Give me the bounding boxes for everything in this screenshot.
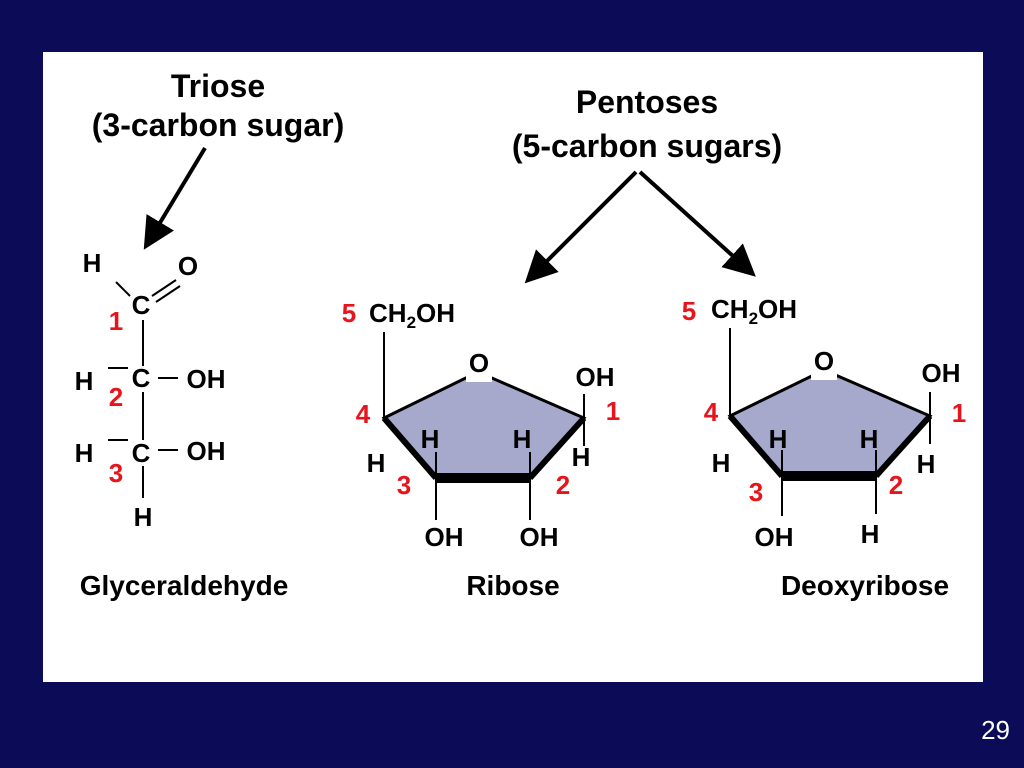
pentoses-subtitle: (5-carbon sugars) (512, 128, 782, 164)
carbon-number: 5 (342, 298, 356, 328)
carbon-number: 5 (682, 296, 696, 326)
ch2oh-subscript: 2 (407, 313, 416, 332)
ring-front-edge (527, 415, 587, 481)
carbon-number: 1 (109, 306, 123, 336)
ribose-structure: 5 CH2OH O OH 4 1 H H H H 3 2 OH OH (342, 298, 620, 552)
carbon-number: 1 (952, 398, 966, 428)
atom-label: OH (187, 364, 226, 394)
carbon-number: 3 (109, 458, 123, 488)
atom-label: H (861, 519, 880, 549)
ch2oh-label: CH2OH (711, 294, 797, 328)
deoxyribose-structure: 5 CH2OH O OH 4 1 H H H H 3 2 OH H (682, 294, 966, 552)
ribose-ring (381, 370, 587, 480)
atom-label: OH (922, 358, 961, 388)
pentoses-title: Pentoses (576, 84, 718, 120)
carbon-number: 4 (704, 397, 719, 427)
deoxyribose-ring (727, 368, 933, 478)
carbon-number: 4 (356, 399, 371, 429)
atom-label: OH (576, 362, 615, 392)
atom-label: H (712, 448, 731, 478)
ring-oxygen-gap (466, 360, 492, 382)
ring-front-edge (727, 414, 785, 478)
atom-label: OH (520, 522, 559, 552)
atom-label: H (75, 438, 94, 468)
triose-subtitle: (3-carbon sugar) (92, 107, 344, 143)
ch2oh-oh: OH (758, 294, 797, 324)
ring-front-edge (873, 413, 933, 479)
triose-arrow (143, 146, 207, 250)
atom-label: OH (755, 522, 794, 552)
pentose-arrow-ribose (524, 170, 638, 284)
atom-label: H (917, 449, 936, 479)
atom-label: H (860, 424, 879, 454)
atom-label: H (513, 424, 532, 454)
ring-front-edge (381, 416, 439, 480)
pentose-arrow-deoxyribose (638, 170, 756, 277)
ch2oh-label: CH2OH (369, 298, 455, 332)
carbon-number: 2 (109, 382, 123, 412)
ribose-name: Ribose (466, 570, 559, 601)
atom-label: C (132, 438, 151, 468)
triose-title: Triose (171, 68, 265, 104)
ring-oxygen-gap (811, 358, 837, 380)
bond (115, 281, 131, 297)
carbon-number: 3 (749, 477, 763, 507)
atom-label: OH (425, 522, 464, 552)
atom-label: H (421, 424, 440, 454)
ch2oh-ch: CH (369, 298, 407, 328)
atom-label: H (134, 502, 153, 532)
deoxyribose-name: Deoxyribose (781, 570, 949, 601)
carbon-number: 2 (556, 470, 570, 500)
double-bond (151, 279, 177, 297)
atom-label: OH (187, 436, 226, 466)
atom-label: O (814, 346, 834, 376)
glyceraldehyde-name: Glyceraldehyde (80, 570, 289, 601)
atom-label: H (367, 448, 386, 478)
atom-label: H (75, 366, 94, 396)
carbon-number: 1 (606, 396, 620, 426)
ch2oh-oh: OH (416, 298, 455, 328)
atom-label: C (132, 363, 151, 393)
atom-label: H (572, 442, 591, 472)
atom-label: C (132, 290, 151, 320)
atom-label: O (469, 348, 489, 378)
atom-label: O (178, 251, 198, 281)
glyceraldehyde-structure: H O C 1 H C OH 2 H C OH 3 H (75, 248, 226, 532)
ch2oh-subscript: 2 (749, 309, 758, 328)
ch2oh-ch: CH (711, 294, 749, 324)
carbon-number: 2 (889, 470, 903, 500)
atom-label: H (83, 248, 102, 278)
carbon-number: 3 (397, 470, 411, 500)
double-bond (155, 285, 181, 303)
slide-number: 29 (981, 715, 1010, 745)
atom-label: H (769, 424, 788, 454)
